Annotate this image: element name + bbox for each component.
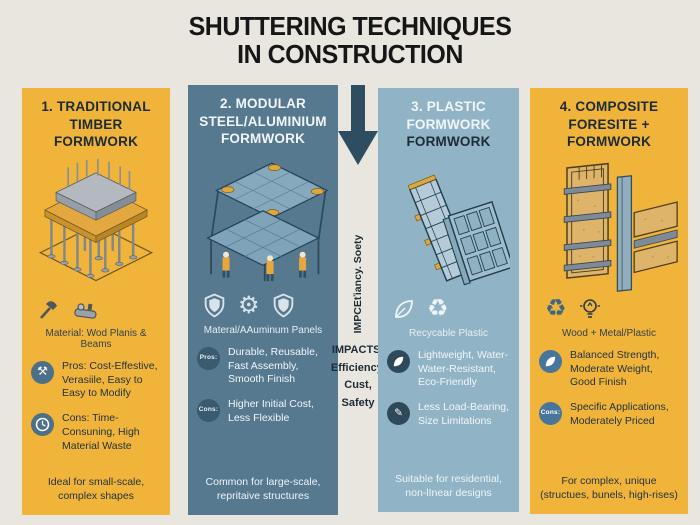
column3-title: 3. PLASTIC FORMWORK FORMWORK xyxy=(406,98,490,151)
worker-figures xyxy=(222,251,307,281)
lightbulb-icon xyxy=(579,298,600,318)
pencil-icon: ✎ xyxy=(387,402,410,426)
column4-material-label: Wood + Metal/Plastic xyxy=(561,327,657,339)
column1-material-label: Material: Wod Planis & Beams xyxy=(45,327,147,350)
column4-title-line2: FORESITE + xyxy=(568,116,650,132)
column3-pros-text: Lightweight, Water- Water-Resistant, Eco… xyxy=(418,348,509,389)
timber-formwork-illustration xyxy=(31,153,161,293)
page-title-line2: IN CONSTRUCTION xyxy=(237,39,463,70)
recycle-icon: ♻ xyxy=(427,294,449,322)
column-plastic-formwork: 3. PLASTIC FORMWORK FORMWORK xyxy=(378,88,519,512)
column1-title-line1: 1. TRADITIONAL xyxy=(41,99,151,114)
column2-title-line2: STEEL/ALUMINIUM xyxy=(199,113,327,129)
crossed-tools-icon: ⚒ xyxy=(31,360,54,384)
column3-title-line3: FORMWORK xyxy=(406,134,491,150)
hammer-icon xyxy=(40,300,57,319)
pros-badge-label: Pros: xyxy=(199,353,218,361)
impacts-block: IMPACTS: Efficiency, Cust, Safety xyxy=(328,342,388,412)
page-title: SHUTTERING TECHNIQUES IN CONSTRUCTION xyxy=(14,12,686,68)
hand-plane-icon xyxy=(74,303,97,319)
column3-material-icons: ♻ xyxy=(393,295,449,323)
cons-badge-label: Cons: xyxy=(198,406,219,414)
column1-title-line2: TIMBER xyxy=(69,116,123,132)
column2-pros-row: Pros: Durable, Reusable, Fast Assembly, … xyxy=(197,346,329,388)
recycle-icon: ♻ xyxy=(545,294,567,322)
leaf-icon xyxy=(387,349,410,373)
column2-footer: Common for large-scale, repritaive struc… xyxy=(205,475,321,502)
column1-pros-row: ⚒ Pros: Cost-Effestive, Verasiile, Easy … xyxy=(31,360,161,402)
pros-badge: Pros: xyxy=(197,346,220,370)
column3-title-line2: FORMWORK xyxy=(406,116,491,132)
vertical-impacts-text: IMPCEťiancy. Soety xyxy=(352,234,364,334)
column2-cons-row: Cons: Higher Initial Cost, Less Flexible xyxy=(197,398,329,426)
cons-badge: Cons: xyxy=(197,399,220,423)
column-modular-steel: 2. MODULAR STEEL/ALUMINIUM FORMWORK xyxy=(188,85,338,515)
column2-pros-text: Durable, Reusable, Fast Assembly, Smooth… xyxy=(228,345,318,386)
column4-pros-text: Balanced Strength, Moderate Weight, Good… xyxy=(570,348,660,389)
column2-cons-text: Higher Initial Cost, Less Flexible xyxy=(228,398,314,425)
impacts-line3: Cust, xyxy=(344,379,372,392)
impacts-line4: Safety xyxy=(341,396,375,409)
column3-cons-text: Less Load-Bearing, Size Limitations xyxy=(418,401,510,428)
column-traditional-timber: 1. TRADITIONAL TIMBER FORMWORK xyxy=(22,88,170,515)
column4-cons-row: Cons: Specific Applications, Moderately … xyxy=(539,401,679,429)
clock-icon xyxy=(31,413,54,437)
page-title-line1: SHUTTERING TECHNIQUES xyxy=(188,11,512,41)
column4-material-icons: ♻ xyxy=(545,295,601,323)
column4-title-line3: FORMWORK xyxy=(566,134,652,150)
column3-title-line1: 3. PLASTIC xyxy=(411,99,486,114)
column3-pros-row: Lightweight, Water- Water-Resistant, Eco… xyxy=(387,349,510,391)
column3-footer: Suitable for residential, non-lInear des… xyxy=(395,472,502,499)
column3-material-label: Recycable Plastic xyxy=(409,327,488,339)
column2-title-line1: 2. MODULAR xyxy=(220,96,306,111)
column1-footer: Ideal for small-scale, complex shapes xyxy=(47,475,145,502)
shield-icon xyxy=(204,293,225,318)
impacts-line2: Efficiency, xyxy=(330,361,386,374)
column4-footer: For complex, unique (structues, bunels, … xyxy=(540,474,678,501)
down-arrow-icon xyxy=(338,85,378,171)
impacts-line1: IMPACTS: xyxy=(331,344,385,356)
column4-title-line1: 4. COMPOSITE xyxy=(559,99,659,114)
column1-material-icons xyxy=(37,295,99,323)
column1-pros-text: Pros: Cost-Effestive, Verasiile, Easy to… xyxy=(62,359,158,400)
shield-icon xyxy=(273,293,293,318)
column2-title-line3: FORMWORK xyxy=(220,131,306,147)
column1-cons-text: Cons: Time-Consuning, High Material Wast… xyxy=(62,412,140,452)
leaf-icon xyxy=(395,299,413,318)
column4-title: 4. COMPOSITE FORESITE + FORMWORK xyxy=(560,98,658,151)
column3-cons-row: ✎ Less Load-Bearing, Size Limitations xyxy=(387,401,510,429)
vertical-impacts-label: IMPCEťiancy. Soety xyxy=(334,228,382,340)
column2-material-label: Materal/AAuminum Panels xyxy=(203,324,323,336)
composite-formwork-illustration xyxy=(539,153,679,293)
column4-pros-row: Balanced Strength, Moderate Weight, Good… xyxy=(539,349,679,391)
column1-title-line3: FORMWORK xyxy=(53,134,139,150)
column2-title: 2. MODULAR STEEL/ALUMINIUM FORMWORK xyxy=(199,95,327,148)
plastic-formwork-illustration xyxy=(387,153,510,293)
column2-material-icons: ⚙ xyxy=(203,292,295,320)
column-composite-formwork: 4. COMPOSITE FORESITE + FORMWORK xyxy=(530,88,688,514)
cons-badge: Cons: xyxy=(539,402,562,426)
leaf-icon xyxy=(539,349,562,373)
modular-formwork-illustration xyxy=(197,150,329,290)
column1-cons-row: Cons: Time-Consuning, High Material Wast… xyxy=(31,412,161,454)
column1-title: 1. TRADITIONAL TIMBER FORMWORK xyxy=(41,98,150,151)
gear-icon: ⚙ xyxy=(238,291,260,319)
column4-cons-text: Specific Applications, Moderately Priced xyxy=(570,401,669,428)
cons-badge-label: Cons: xyxy=(540,409,561,417)
